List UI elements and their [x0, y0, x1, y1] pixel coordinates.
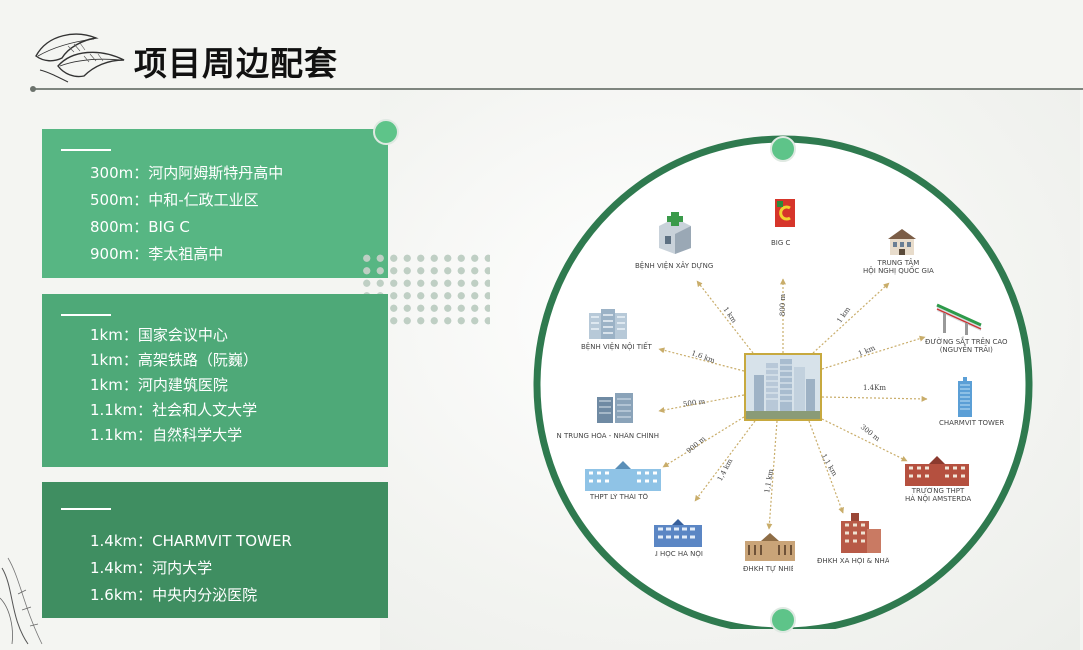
panel-accent-bar — [61, 314, 111, 316]
metro-train-icon — [936, 303, 982, 335]
node-label-lythaito: THPT LÝ THÁI TỔ — [590, 493, 648, 501]
ring-bottom-dot — [770, 607, 796, 633]
office-buildings-icon — [597, 393, 633, 423]
arrow-xaydung — [696, 280, 754, 354]
panel-corner-dot — [373, 119, 399, 145]
node-label-tunhien: ĐHKH TỰ NHIÊN — [743, 565, 793, 573]
surroundings-diagram: BIG C TRUNG TÂM HỘI NGHỊ QUỐC GIA ĐƯỜNG … — [525, 129, 1045, 633]
distance-panel-near: 300m：河内阿姆斯特丹高中 500m：中和-仁政工业区 800m：BIG C … — [42, 129, 388, 278]
project-building-image — [744, 353, 822, 421]
university-building-icon — [841, 513, 881, 553]
bigc-logo-icon — [775, 199, 795, 227]
node-label-hanoi: ĐẠI HỌC HÀ NỘI — [655, 550, 703, 558]
node-label-bigc: BIG C — [771, 239, 791, 247]
node-label-trungtam: TRUNG TÂM HỘI NGHỊ QUỐC GIA — [863, 259, 934, 275]
arrow-hanoi — [694, 420, 756, 502]
list-item: 500m：中和-仁政工业区 — [90, 191, 259, 209]
science-university-icon — [745, 533, 795, 561]
node-label-xaydung: BỆNH VIỆN XÂY DỰNG — [635, 262, 714, 270]
list-item: 1km：河内建筑医院 — [90, 376, 228, 394]
arrow-duongsat — [821, 335, 926, 370]
list-item: 1.6km：中央内分泌医院 — [90, 586, 258, 604]
list-item: 1.1km：社会和人文大学 — [90, 401, 258, 419]
panel-accent-bar — [61, 149, 111, 151]
hospital-icon — [589, 309, 627, 339]
panel-accent-bar — [61, 508, 111, 510]
list-item: 1km：国家会议中心 — [90, 326, 228, 344]
leaf-logo-icon — [35, 33, 125, 83]
list-item: 300m：河内阿姆斯特丹高中 — [90, 164, 284, 182]
list-item: 1.4km：CHARMVIT TOWER — [90, 532, 292, 550]
node-label-duongsat: ĐƯỜNG SẮT TRÊN CAO (NGUYỄN TRÃI) — [925, 338, 1008, 354]
header-divider — [34, 88, 1083, 90]
arrow-trunghoa — [658, 394, 745, 413]
node-label-xahoi: ĐHKH XÃ HỘI & NHÂ — [817, 557, 889, 565]
convention-center-icon — [888, 229, 916, 255]
list-item: 800m：BIG C — [90, 218, 190, 236]
distance-panel-far: 1.4km：CHARMVIT TOWER 1.4km：河内大学 1.6km：中央… — [42, 482, 388, 618]
ring-top-dot — [770, 136, 796, 162]
hospital-cross-icon — [659, 212, 691, 254]
arrow-xahoi — [808, 420, 844, 514]
arrow-charmvit — [821, 395, 928, 402]
list-item: 1km：高架铁路（阮巍） — [90, 351, 258, 369]
arrow-noitiet — [658, 347, 745, 372]
highschool-icon — [585, 461, 661, 491]
list-item: 1.1km：自然科学大学 — [90, 426, 243, 444]
page-title: 项目周边配套 — [134, 44, 338, 83]
node-label-amsterdam: TRƯỜNG THPT HÀ NỘI AMSTERDAM — [905, 487, 971, 503]
hanoi-university-icon — [654, 519, 702, 547]
school-building-icon — [905, 456, 969, 486]
node-label-noitiet: BỆNH VIỆN NỘI TIẾT — [581, 343, 652, 351]
arrow-trungtam — [812, 282, 890, 354]
node-label-charmvit: CHARMVIT TOWER — [939, 419, 1005, 427]
distance-panel-mid: 1km：国家会议中心 1km：高架铁路（阮巍） 1km：河内建筑医院 1.1km… — [42, 294, 388, 467]
distance-label-bigc: 800 m — [779, 293, 788, 317]
distance-label-charmvit: 1.4Km — [863, 384, 886, 392]
list-item: 1.4km：河内大学 — [90, 559, 213, 577]
list-item: 900m：李太祖高中 — [90, 245, 224, 263]
ink-branch-decoration — [0, 557, 43, 645]
header-divider-dot — [30, 86, 36, 92]
tower-icon — [958, 377, 972, 417]
node-label-trunghoa: KCN TRUNG HÒA - NHÂN CHÍNH — [557, 432, 659, 440]
